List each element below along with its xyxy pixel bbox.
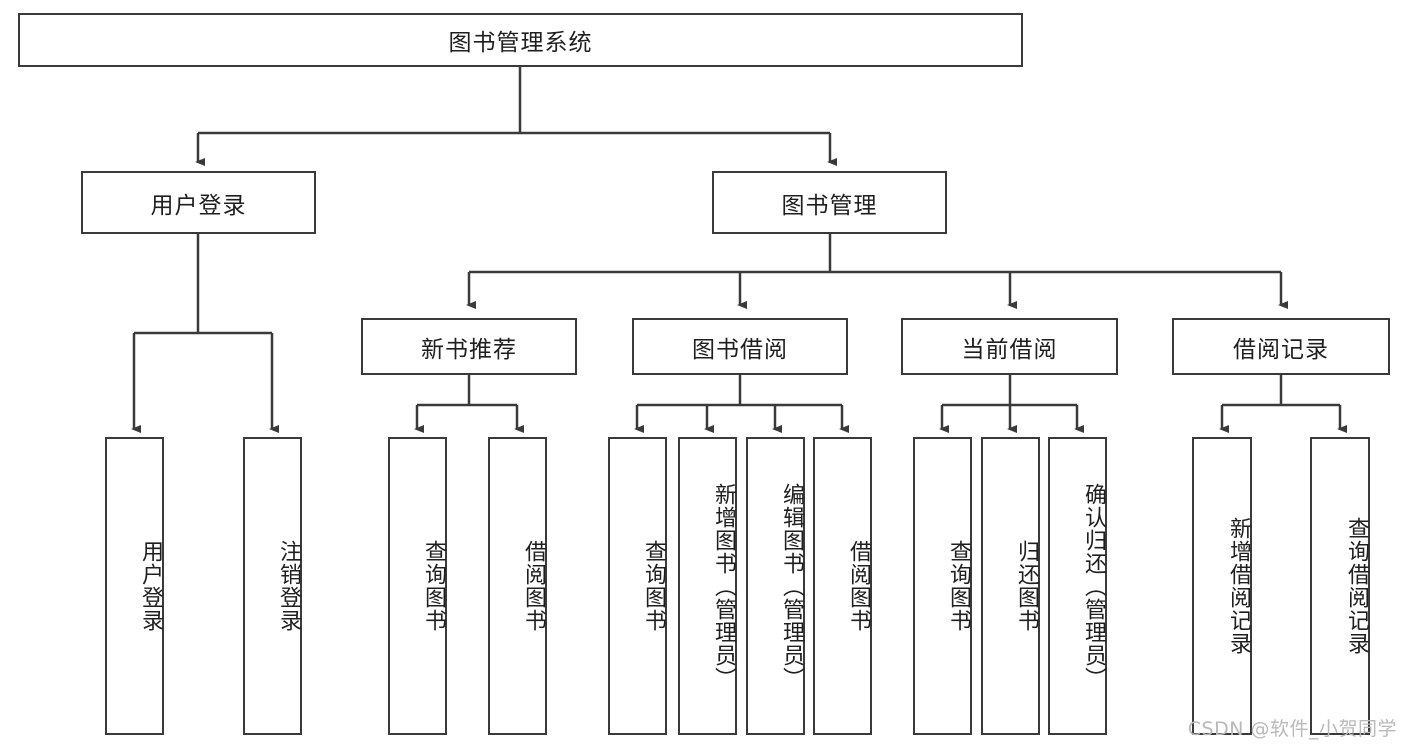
node-label: 借阅图书: [846, 540, 871, 632]
node-label: 确认归还（管理员）: [1081, 482, 1106, 690]
node-label: 当前借阅: [961, 336, 1058, 363]
leaf-current-borrow-return-book[interactable]: 归还图书: [981, 437, 1040, 735]
node-label: 用户登录: [150, 192, 247, 219]
watermark-text: CSDN @软件_小贺同学: [1187, 718, 1397, 740]
node-label: 图书管理: [781, 192, 878, 219]
node-label: 新增借阅记录: [1226, 517, 1251, 655]
leaf-book-borrow-borrow-book[interactable]: 借阅图书: [813, 437, 872, 735]
node-root-library-management-system[interactable]: 图书管理系统: [18, 13, 1023, 67]
node-label: 查询借阅记录: [1344, 517, 1369, 655]
leaf-new-book-borrow-book[interactable]: 借阅图书: [488, 437, 547, 735]
node-label: 图书借阅: [692, 336, 788, 363]
node-label: 查询图书: [641, 540, 666, 632]
node-label: 编辑图书（管理员）: [779, 482, 804, 690]
node-current-borrow[interactable]: 当前借阅: [901, 318, 1118, 375]
node-label: 查询图书: [421, 540, 446, 632]
leaf-borrow-record-query-record[interactable]: 查询借阅记录: [1310, 437, 1370, 735]
node-book-borrow[interactable]: 图书借阅: [632, 318, 848, 375]
leaf-user-login-login[interactable]: 用户登录: [105, 437, 164, 735]
node-label: 注销登录: [276, 540, 301, 632]
node-label: 归还图书: [1014, 540, 1039, 632]
node-label: 图书管理系统: [448, 30, 593, 56]
node-borrow-record[interactable]: 借阅记录: [1172, 318, 1390, 375]
leaf-user-login-logout[interactable]: 注销登录: [243, 437, 302, 735]
node-user-login[interactable]: 用户登录: [81, 171, 316, 234]
leaf-current-borrow-query-book[interactable]: 查询图书: [913, 437, 972, 735]
node-label: 用户登录: [138, 540, 163, 632]
leaf-new-book-query-book[interactable]: 查询图书: [388, 437, 447, 735]
leaf-current-borrow-confirm-return-admin[interactable]: 确认归还（管理员）: [1048, 437, 1107, 735]
leaf-book-borrow-add-book-admin[interactable]: 新增图书（管理员）: [678, 437, 737, 735]
node-label: 查询图书: [946, 540, 971, 632]
node-book-management[interactable]: 图书管理: [712, 171, 947, 234]
node-label: 新增图书（管理员）: [711, 482, 736, 690]
node-new-book-recommend[interactable]: 新书推荐: [361, 318, 577, 375]
leaf-book-borrow-edit-book-admin[interactable]: 编辑图书（管理员）: [746, 437, 805, 735]
node-label: 借阅记录: [1233, 336, 1329, 363]
node-label: 新书推荐: [421, 336, 517, 363]
leaf-book-borrow-query-book[interactable]: 查询图书: [608, 437, 667, 735]
node-label: 借阅图书: [521, 540, 546, 632]
leaf-borrow-record-add-record[interactable]: 新增借阅记录: [1192, 437, 1252, 735]
